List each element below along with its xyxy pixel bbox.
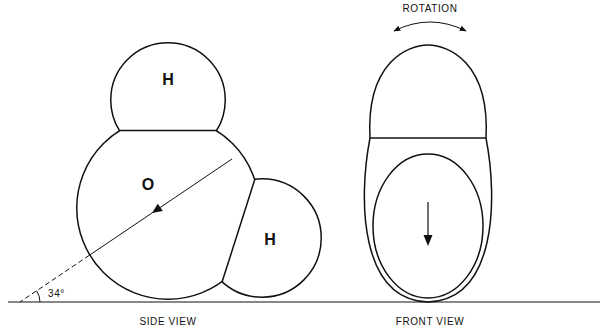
atom: H <box>202 178 322 298</box>
front-dipole-arrowhead <box>424 235 433 246</box>
atom: H <box>110 42 226 158</box>
atom-shell <box>77 117 260 300</box>
front-hydrogen-cap <box>370 45 487 138</box>
atom-symbol: H <box>162 72 174 88</box>
atom-symbol: O <box>142 177 154 193</box>
ground-line <box>8 301 600 302</box>
front-dipole <box>427 202 428 236</box>
atom-outline <box>202 178 322 298</box>
dipole-arrowhead <box>152 204 163 213</box>
dipole-extension <box>20 255 89 302</box>
atom: O <box>76 116 260 300</box>
atom-outline <box>76 116 260 300</box>
atom-shell <box>203 179 322 298</box>
atom-shell <box>111 43 226 158</box>
view-caption: SIDE VIEW <box>139 316 196 328</box>
atom-symbol: H <box>264 232 276 248</box>
dipole-axis <box>89 159 232 255</box>
front-outline <box>364 138 491 302</box>
atom-outline <box>110 42 226 158</box>
front-oxygen <box>373 154 483 298</box>
angle-label: 34° <box>48 288 65 300</box>
atom-boundary <box>119 130 218 132</box>
rotation-arrow <box>394 22 466 31</box>
rotation-label: ROTATION <box>403 3 458 15</box>
atom-boundary <box>222 178 255 282</box>
angle-arc <box>37 291 40 302</box>
view-caption: FRONT VIEW <box>396 316 465 328</box>
